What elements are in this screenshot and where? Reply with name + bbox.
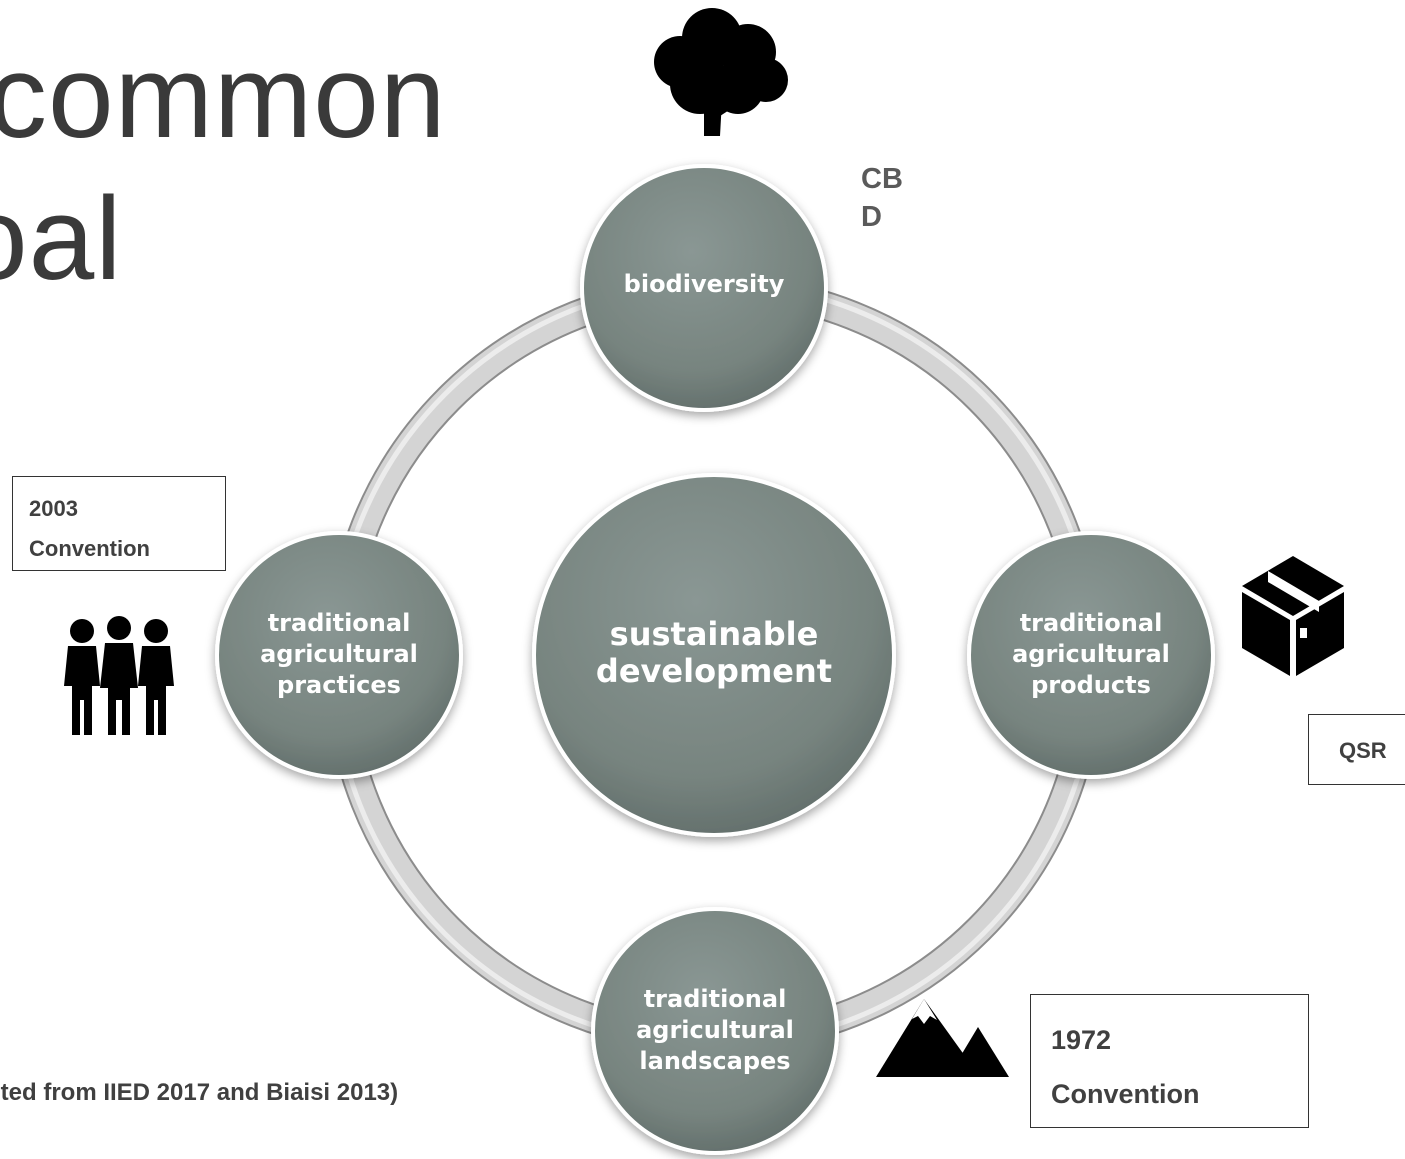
node-landscapes-line1: traditional — [644, 985, 787, 1013]
center-node — [532, 473, 896, 837]
mountain-icon — [876, 999, 1009, 1077]
node-products-line2: agricultural — [1012, 640, 1170, 668]
node-landscapes-line2: agricultural — [636, 1016, 794, 1044]
node-practices-line3: practices — [277, 671, 401, 699]
node-products-line1: traditional — [1020, 609, 1163, 637]
cbd-label: CB D — [861, 160, 921, 236]
tree-icon — [654, 8, 788, 136]
node-biodiversity — [580, 164, 828, 412]
node-landscapes-line3: landscapes — [639, 1047, 790, 1075]
slide-title-line-2: oal — [0, 173, 123, 305]
box1972-line2: Convention — [1051, 1079, 1200, 1109]
node-practices-line1: traditional — [268, 609, 411, 637]
convention-1972-box: 1972 Convention — [1030, 994, 1309, 1128]
node-biodiversity-label: biodiversity — [624, 270, 785, 298]
cbd-line1: CB — [861, 163, 903, 195]
box-icon — [1242, 556, 1344, 676]
cbd-line2: D — [861, 201, 882, 233]
box2003-line2: Convention — [29, 536, 150, 561]
qsr-box: QSR — [1308, 714, 1405, 785]
center-label-line1: sustainable — [610, 615, 819, 653]
center-label-line2: development — [596, 652, 832, 690]
box1972-line1: 1972 — [1051, 1025, 1112, 1055]
slide-title-line-1: common — [0, 31, 447, 163]
node-landscapes — [591, 907, 839, 1155]
people-icon — [64, 616, 174, 735]
node-products — [967, 531, 1215, 779]
source-caption: oted from IIED 2017 and Biaisi 2013) — [0, 1079, 399, 1106]
box2003-line1: 2003 — [29, 496, 78, 521]
convention-2003-box: 2003 Convention — [12, 476, 226, 571]
node-products-line3: products — [1031, 671, 1151, 699]
node-practices-line2: agricultural — [260, 640, 418, 668]
node-practices — [215, 531, 463, 779]
